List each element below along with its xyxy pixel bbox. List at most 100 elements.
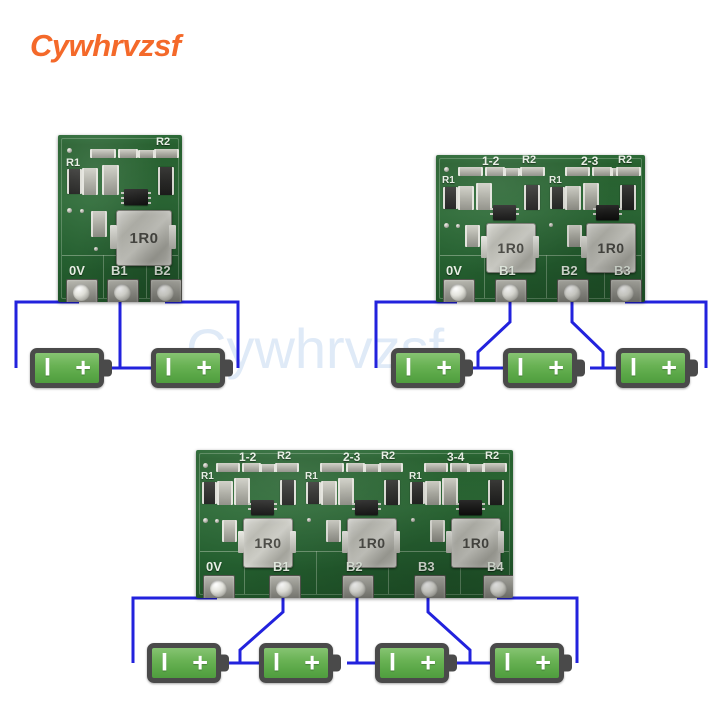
smd-resistor (483, 463, 507, 472)
smd-resistor (118, 149, 138, 158)
battery-plus-label: + (196, 352, 212, 383)
battery-body (391, 348, 465, 388)
smd-resistor (485, 167, 505, 176)
ic-controller (493, 205, 516, 220)
inductor-pad (238, 531, 244, 553)
silk-label-0v: 0V (446, 263, 462, 278)
silk-r1: R1 (66, 157, 81, 169)
inductor-1r0: 1R0 (486, 223, 536, 273)
ic-pin (593, 208, 596, 210)
battery-cell: I + (503, 348, 585, 388)
terminal-pad-0v[interactable] (66, 279, 98, 302)
smd-resistor (158, 167, 174, 195)
inductor-label: 1R0 (129, 229, 159, 247)
via (67, 148, 72, 153)
ic-pin (248, 508, 251, 510)
smd-capacitor (567, 225, 582, 247)
smd-capacitor (364, 464, 380, 472)
silk-r2: R2 (618, 155, 633, 166)
pad-hole (349, 580, 366, 597)
smd-resistor (90, 149, 116, 158)
smd-capacitor (338, 478, 354, 505)
wire4s-0v-to-cell1-minus (131, 596, 217, 663)
silk-label-b3: B3 (418, 559, 435, 574)
battery-body (503, 348, 577, 388)
battery-minus-label: I (389, 648, 396, 677)
via (203, 518, 208, 523)
via (444, 167, 449, 172)
pcb-board-2s[interactable]: 1R0 R1 R2 0V B1 B2 (58, 135, 182, 302)
terminal-pad-b1[interactable] (495, 279, 527, 302)
inductor-1r0: 1R0 (451, 518, 501, 568)
via (215, 519, 219, 523)
battery-plus-label: + (420, 647, 436, 678)
battery-minus-label: I (273, 648, 280, 677)
pcb-board-3s[interactable]: 1R0 R1 R2 1-2 1R0 R1 R2 2-3 (436, 155, 645, 302)
inductor-pad (290, 531, 296, 553)
silk-r2: R2 (485, 450, 500, 462)
ic-pin (482, 508, 485, 510)
smd-capacitor (260, 464, 276, 472)
silk-r1: R1 (409, 471, 422, 482)
smd-capacitor (476, 183, 492, 210)
wire3s-b2-to-junction23 (570, 302, 605, 368)
silk-r2: R2 (277, 450, 292, 462)
inductor-1r0: 1R0 (347, 518, 397, 568)
smd-resistor (275, 463, 299, 472)
terminal-pad-b1[interactable] (269, 575, 301, 598)
inductor-label: 1R0 (597, 240, 625, 256)
smd-capacitor (102, 165, 119, 195)
terminal-pad-b4[interactable] (483, 575, 513, 598)
ic-controller (251, 500, 274, 515)
smd-capacitor (583, 183, 599, 210)
battery-plus-label: + (75, 352, 91, 383)
battery-body (151, 348, 225, 388)
via (94, 247, 98, 251)
pcb-board-4s[interactable]: 1R0 R1 R2 1-2 1R0 R1 R2 2-3 (196, 450, 513, 598)
smd-capacitor (468, 464, 484, 472)
pad-hole (276, 580, 293, 597)
via (456, 224, 460, 228)
smd-resistor (410, 482, 425, 504)
inductor-pad (581, 236, 587, 258)
battery-body (30, 348, 104, 388)
terminal-pad-b1[interactable] (107, 279, 139, 302)
battery-plus-label: + (661, 352, 677, 383)
battery-positive-terminal (447, 654, 457, 672)
smd-resistor (67, 169, 82, 194)
terminal-pad-0v[interactable] (203, 575, 235, 598)
inductor-pad (110, 225, 117, 249)
smd-resistor (384, 480, 400, 505)
smd-resistor (346, 463, 365, 472)
ic-pin (352, 508, 355, 510)
smd-resistor (306, 482, 321, 504)
terminal-pad-b3[interactable] (610, 279, 642, 302)
smd-resistor (450, 463, 469, 472)
ic-pin (148, 197, 151, 199)
battery-cell: I + (259, 643, 341, 683)
via (203, 463, 208, 468)
battery-cell: I + (375, 643, 457, 683)
via (67, 208, 72, 213)
ic-controller (459, 500, 482, 515)
battery-cell: I + (147, 643, 229, 683)
smd-resistor (82, 168, 98, 195)
via (444, 223, 449, 228)
silk-label-0v: 0V (206, 559, 222, 574)
terminal-pad-0v[interactable] (443, 279, 475, 302)
smd-resistor (424, 463, 448, 472)
terminal-pad-b2[interactable] (342, 575, 374, 598)
terminal-pad-b2[interactable] (150, 279, 182, 302)
smd-capacitor (430, 520, 445, 542)
battery-body (490, 643, 564, 683)
ic-pin (593, 213, 596, 215)
inductor-pad (342, 531, 348, 553)
inductor-pad (498, 531, 504, 553)
terminal-pad-b3[interactable] (414, 575, 446, 598)
silk-r1: R1 (305, 471, 318, 482)
silk-label-b2: B2 (561, 263, 578, 278)
wire3s-b3-to-cell3-plus (625, 300, 708, 368)
battery-cell: I + (391, 348, 473, 388)
terminal-pad-b2[interactable] (557, 279, 589, 302)
